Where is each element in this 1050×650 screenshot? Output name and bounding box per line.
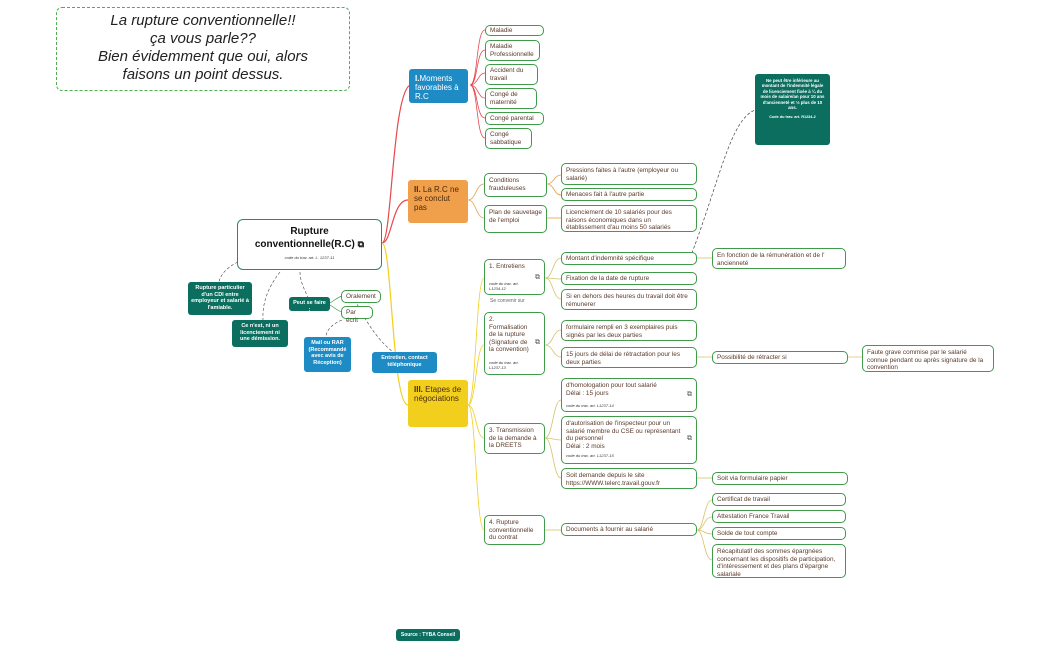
step-entretiens-sub: Se convenir sur [490, 298, 525, 304]
moment-maladie[interactable]: Maladie [485, 25, 544, 36]
section-2-label: La R.C ne se conclut pas [414, 185, 459, 212]
section-1[interactable]: I.Moments favorables à R.C [409, 69, 468, 103]
step-documents[interactable]: Documents à fournir au salarié [561, 523, 697, 536]
step-formalisation-code: code du trav. art. L1237-13 [489, 359, 519, 370]
central-code: code du trav. art. L. 1237-11 [284, 255, 335, 260]
homologation-code: code du trav. art. L1237-14 [566, 403, 614, 409]
step-entretiens[interactable]: 1. Entretiens code du trav. art. L1234-1… [484, 259, 545, 295]
doc-solde[interactable]: Solde de tout compte [712, 527, 846, 540]
central-title-1: Rupture [290, 226, 329, 237]
step-telerc[interactable]: Soit demande depuis le site https://WWW.… [561, 468, 697, 489]
autorisation-code: code du trav. art. L1237-15 [566, 453, 614, 459]
note-line-3: Bien évidemment que oui, alors [97, 48, 309, 65]
moment-maladie-pro[interactable]: Maladie Professionnelle [485, 40, 540, 61]
doc-recapitulatif[interactable]: Récapitulatif des sommes épargnées conce… [712, 544, 846, 578]
external-link-icon[interactable]: ⧉ [535, 339, 540, 346]
step-faute[interactable]: Faute grave commise par le salarié connu… [862, 345, 994, 372]
section-2[interactable]: II. La R.C ne se conclut pas [408, 180, 468, 223]
step-retracter[interactable]: Possibilité de rétracter si [712, 351, 848, 364]
step-montant[interactable]: Montant d'indemnité spécifique [561, 252, 697, 265]
step-rupture[interactable]: 4. Rupture conventionnelle du contrat [484, 515, 545, 545]
not-dismissal-node[interactable]: Ce n'est, ni un licenciement ni une démi… [232, 320, 288, 347]
section-1-label: Moments favorables à R.C [415, 74, 459, 101]
autorisation-line-2: Délai : 2 mois [566, 442, 605, 450]
autorisation-line-1: d'autorisation de l'inspecteur pour un s… [566, 420, 681, 443]
step-delai[interactable]: 15 jours de délai de rétractation pour l… [561, 347, 697, 368]
step-formalisation-label: 2. Formalisation de la rupture (Signatur… [489, 316, 529, 354]
fail-menaces[interactable]: Menaces fait à l'autre partie [561, 188, 697, 201]
note-line-1: La rupture conventionnelle!! [110, 12, 296, 29]
section-3-num: III. [414, 385, 423, 394]
indemnity-callout[interactable]: Ne peut être inférieure au montant de l'… [755, 74, 830, 145]
definition-node[interactable]: Rupture particulier d'un CDI entre emplo… [188, 282, 252, 315]
external-link-icon[interactable]: ⧉ [535, 274, 540, 281]
step-formalisation[interactable]: 2. Formalisation de la rupture (Signatur… [484, 312, 545, 375]
written-node[interactable]: Par écrit [341, 306, 373, 324]
step-entretiens-label: 1. Entretiens [489, 263, 525, 270]
source-badge: Source : TYBA Conseil [396, 629, 460, 641]
moment-maternite[interactable]: Congé de maternité [485, 88, 537, 109]
central-topic[interactable]: Rupture conventionnelle(R.C) ⧉ code du t… [237, 219, 382, 270]
can-be-node[interactable]: Peut se faire : [289, 297, 330, 313]
section-1-num: I. [415, 74, 420, 83]
step-fixation[interactable]: Fixation de la date de rupture [561, 272, 697, 285]
step-autorisation[interactable]: d'autorisation de l'inspecteur pour un s… [561, 416, 697, 464]
moment-sabbatique[interactable]: Congé sabbatique [485, 128, 532, 149]
mail-node[interactable]: Mail ou RAR (Recommandé avec avis de Réc… [304, 337, 351, 372]
central-title-2: conventionnelle(R.C) [254, 239, 355, 250]
section-3-label: Etapes de négociations [414, 385, 462, 403]
external-link-icon[interactable]: ⧉ [687, 391, 692, 398]
orally-node[interactable]: Oralement [341, 290, 381, 303]
contact-node[interactable]: Entretien, contact téléphonique [372, 352, 437, 373]
step-horaires[interactable]: Si en dehors des heures du travail doit … [561, 289, 697, 310]
moment-parental[interactable]: Congé parental [485, 112, 544, 125]
fail-plan[interactable]: Plan de sauvetage de l'emploi [484, 205, 547, 233]
homologation-line-2: Délai : 15 jours [566, 389, 609, 397]
step-transmission[interactable]: 3. Transmission de la demande à la DREET… [484, 423, 545, 454]
fail-pressions[interactable]: Pressions faites à l'autre (employeur ou… [561, 163, 697, 185]
moment-accident[interactable]: Accident du travail [485, 64, 538, 85]
external-link-icon[interactable]: ⧉ [687, 435, 692, 442]
fail-licenciement[interactable]: Licenciement de 10 salariés pour des rai… [561, 205, 697, 232]
intro-note: La rupture conventionnelle!! ça vous par… [56, 7, 350, 91]
step-montant-detail[interactable]: En fonction de la rémunération et de l' … [712, 248, 846, 269]
callout-code: Code du trav. art. R1234-2 [769, 115, 816, 120]
external-link-icon[interactable]: ⧉ [357, 239, 365, 249]
note-line-4: faisons un point dessus. [122, 66, 284, 83]
step-formulaire[interactable]: formulaire rempli en 3 exemplaires puis … [561, 320, 697, 341]
doc-attestation[interactable]: Attestation France Travail [712, 510, 846, 523]
callout-text: Ne peut être inférieure au montant de l'… [760, 78, 825, 111]
note-line-2: ça vous parle?? [150, 30, 256, 47]
step-homologation[interactable]: d'homologation pour tout salarié Délai :… [561, 378, 697, 412]
section-3[interactable]: III. Etapes de négociations [408, 380, 468, 427]
step-papier[interactable]: Soit via formulaire papier [712, 472, 848, 485]
section-2-num: II. [414, 185, 421, 194]
doc-certificat[interactable]: Certificat de travail [712, 493, 846, 506]
step-entretiens-code: code du trav. art. L1234-12 [489, 280, 519, 291]
homologation-line-1: d'homologation pour tout salarié [566, 382, 657, 389]
fail-conditions[interactable]: Conditions frauduleuses [484, 173, 547, 197]
